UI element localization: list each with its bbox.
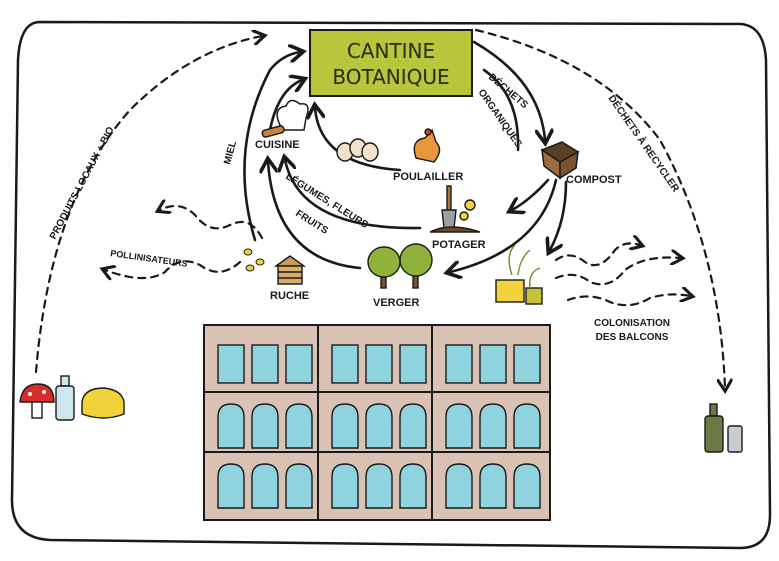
- apartment-building: [203, 324, 551, 521]
- arched-window: [513, 463, 541, 509]
- label-miel: MIEL: [222, 140, 239, 166]
- chicken-icon: [413, 128, 441, 163]
- window: [331, 344, 359, 384]
- window: [513, 344, 541, 384]
- arched-window: [251, 403, 279, 449]
- arched-window: [285, 463, 313, 509]
- can-icon: [727, 425, 743, 453]
- arched-window: [445, 403, 473, 449]
- arrow-produits-locaux: [34, 36, 262, 374]
- window: [365, 344, 393, 384]
- arrow-balcons-3: [566, 294, 690, 307]
- label-colonisation-1: COLONISATION: [594, 318, 670, 329]
- bee-icon: [243, 248, 265, 272]
- label-verger: VERGER: [373, 297, 420, 309]
- beehive-icon: [273, 255, 307, 285]
- outer-frame: [10, 20, 772, 550]
- arrow-balcons-1: [554, 243, 640, 267]
- window: [399, 344, 427, 384]
- arched-window: [399, 463, 427, 509]
- recycling-bottle-icon: [704, 403, 724, 453]
- arched-window: [365, 403, 393, 449]
- dashed-arrows: [34, 28, 725, 388]
- cycle-arrows: [243, 40, 568, 272]
- window: [285, 344, 313, 384]
- cheese-icon: [81, 387, 125, 419]
- arrow-compost-verger: [450, 178, 558, 272]
- arrow-compost-balcons: [550, 180, 568, 250]
- arched-window: [217, 403, 245, 449]
- arrow-miel: [243, 52, 300, 242]
- arched-window: [399, 403, 427, 449]
- arrow-pollinisateurs-2: [105, 260, 242, 278]
- label-compost: COMPOST: [566, 174, 622, 186]
- arched-window: [285, 403, 313, 449]
- rolling-pin-icon: [261, 125, 285, 138]
- eggs-icon: [336, 138, 379, 162]
- arrow-balcons-2: [554, 258, 680, 286]
- label-cuisine: CUISINE: [255, 139, 300, 151]
- mushroom-icon: [19, 383, 55, 419]
- label-ruche: RUCHE: [270, 290, 309, 302]
- label-pollinisateurs: POLLINISATEURS: [110, 248, 188, 269]
- arrow-verger-cuisine: [268, 162, 362, 270]
- arrow-cuisine-title: [268, 80, 302, 132]
- balcony-plants-icon: [495, 244, 543, 305]
- arrow-pollinisateurs-1: [160, 206, 264, 240]
- building-windows: [217, 344, 541, 509]
- window: [445, 344, 473, 384]
- arrow-compost-potager: [512, 178, 550, 210]
- tree-icon: [367, 243, 433, 289]
- window: [251, 344, 279, 384]
- label-produits-locaux: PRODUITS LOCAUX + BIO: [48, 125, 117, 241]
- window: [217, 344, 245, 384]
- arched-window: [217, 463, 245, 509]
- arched-window: [365, 463, 393, 509]
- arched-window: [331, 463, 359, 509]
- arched-window: [251, 463, 279, 509]
- arched-window: [479, 403, 507, 449]
- label-potager: POTAGER: [432, 239, 486, 251]
- shovel-icon: [429, 185, 481, 233]
- window: [479, 344, 507, 384]
- title-line-2: BOTANIQUE: [332, 65, 449, 89]
- label-poulailler: POULAILLER: [393, 171, 463, 183]
- label-legumes-fleurs: LÉGUMES, FLEURS: [283, 170, 371, 232]
- bottle-icon: [55, 375, 75, 421]
- arched-window: [445, 463, 473, 509]
- title-box: CANTINE BOTANIQUE: [309, 29, 473, 97]
- arched-window: [479, 463, 507, 509]
- compost-box-icon: [540, 141, 580, 180]
- title-line-1: CANTINE: [347, 39, 435, 63]
- label-colonisation-2: DES BALCONS: [596, 332, 669, 343]
- arrow-dechets-recycler: [474, 28, 725, 388]
- arched-window: [513, 403, 541, 449]
- chef-hat-icon: [276, 99, 309, 131]
- arrow-potager-cuisine: [285, 160, 422, 230]
- arrow-dechets-organiques: [472, 40, 545, 140]
- arched-window: [331, 403, 359, 449]
